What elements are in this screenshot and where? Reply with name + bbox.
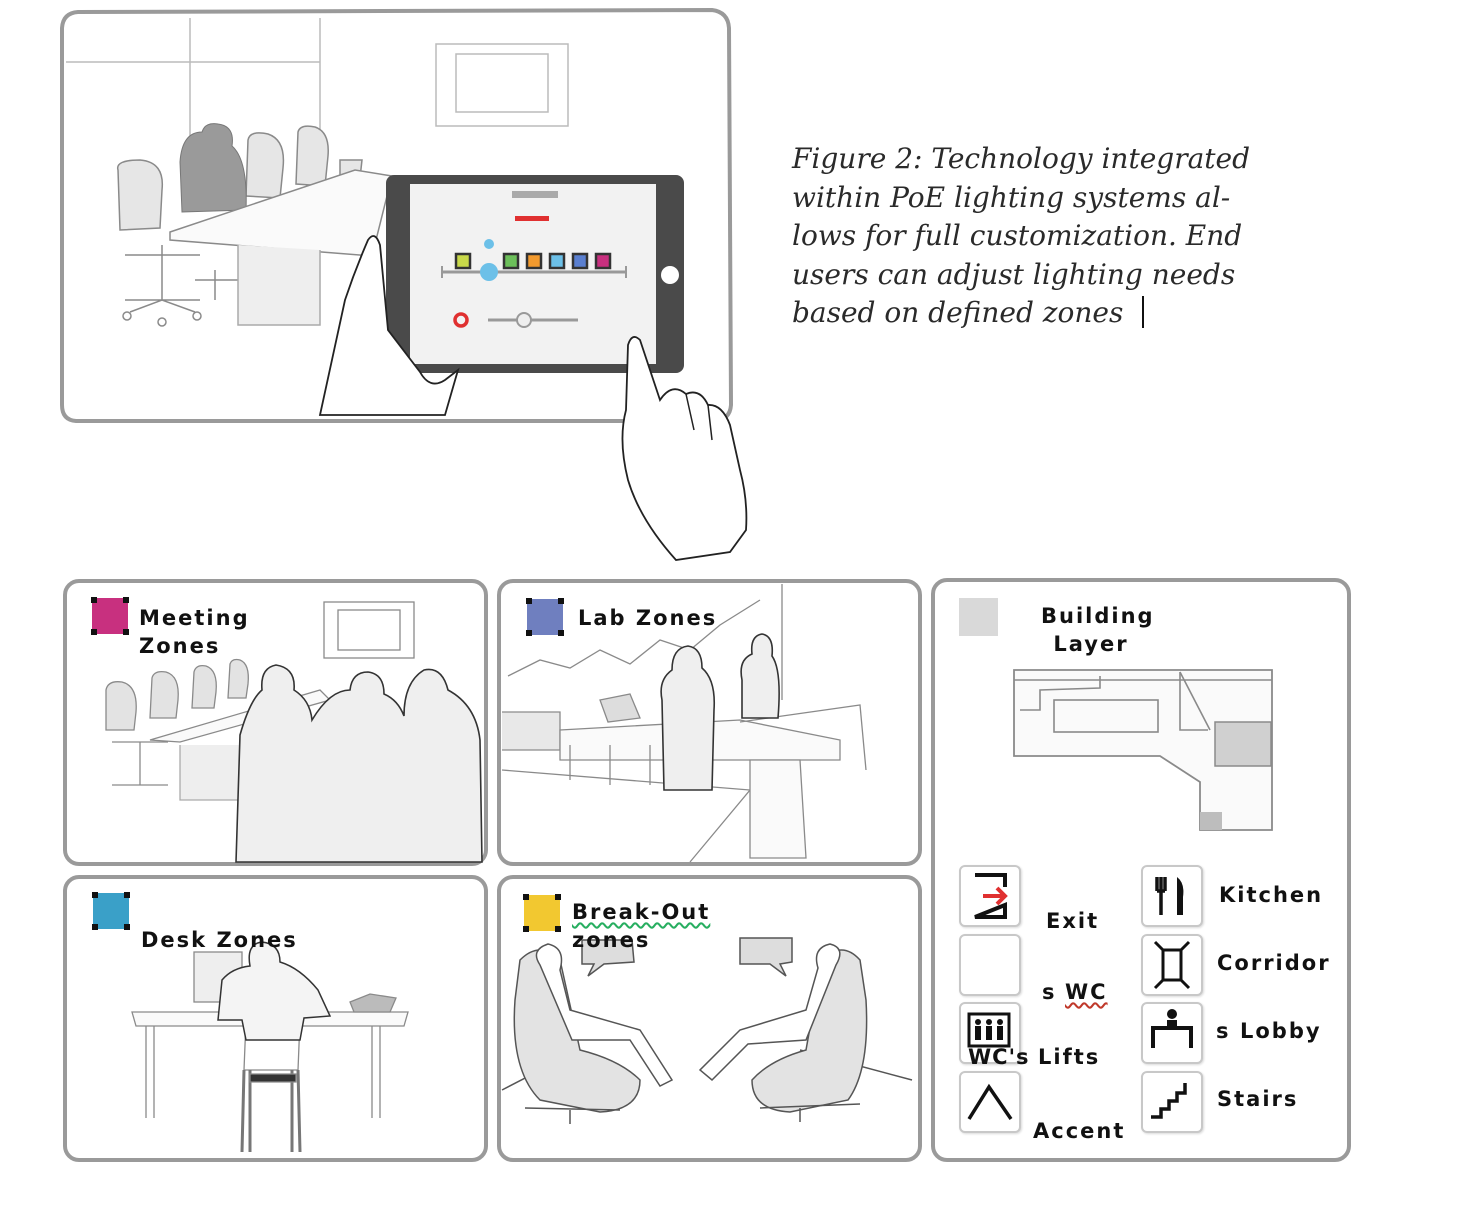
building-layer-swatch <box>959 598 998 636</box>
kitchen-icon <box>1141 865 1203 927</box>
stairs-label: Stairs <box>1217 1087 1299 1111</box>
caption-line: based on defined zones <box>792 296 1124 329</box>
caption-line: Figure 2: Technology integrated <box>792 142 1251 175</box>
building-layer-label: Building Layer <box>1041 602 1155 658</box>
meeting-zones-label: Meeting Zones <box>139 604 250 660</box>
meeting-zones-label-line2: Zones <box>139 634 221 658</box>
stairs-icon <box>1141 1071 1203 1133</box>
caption-line: users can adjust lighting needs <box>792 257 1236 291</box>
building-layer-label-line1: Building <box>1041 604 1155 628</box>
desk-zones-label: Desk Zones <box>141 928 298 952</box>
desk-zone-swatch <box>93 893 129 929</box>
lobby-prefix-label: s <box>1216 1019 1231 1043</box>
breakout-zone-swatch <box>524 895 560 931</box>
breakout-zones-label-line2: zones <box>572 928 651 952</box>
accent-icon <box>959 1071 1021 1133</box>
kitchen-label: Kitchen <box>1219 883 1324 907</box>
wc-icon <box>959 934 1021 996</box>
breakout-zones-label: Break-Out zones <box>572 898 710 954</box>
lab-zone-swatch <box>527 599 563 635</box>
lobby-label: Lobby <box>1240 1019 1322 1043</box>
caption-line: within PoE lighting systems al- <box>792 180 1231 214</box>
lobby-icon <box>1141 1002 1203 1064</box>
accent-label: Accent <box>1033 1119 1126 1143</box>
wc-prefix-label: s <box>1042 980 1057 1004</box>
wcs-label: WC's <box>968 1045 1030 1069</box>
figure-caption: Figure 2: Technology integrated within P… <box>792 140 1262 333</box>
caption-line: lows for full customization. End <box>792 219 1243 252</box>
corridor-icon <box>1141 934 1203 996</box>
meeting-zones-label-line1: Meeting <box>139 606 250 630</box>
meeting-zone-swatch <box>89 595 131 637</box>
corridor-label: Corridor <box>1217 951 1331 975</box>
lab-zones-label: Lab Zones <box>578 606 718 630</box>
wc-label: WC <box>1065 980 1108 1004</box>
lifts-icon <box>959 1002 1021 1064</box>
exit-label: Exit <box>1046 909 1100 933</box>
tablet-illustration <box>60 7 748 561</box>
lifts-label: Lifts <box>1038 1045 1101 1069</box>
exit-icon <box>959 865 1021 927</box>
text-cursor <box>1142 296 1144 328</box>
building-layer-label-line2: Layer <box>1053 632 1129 656</box>
breakout-zones-label-line1: Break-Out <box>572 900 711 924</box>
